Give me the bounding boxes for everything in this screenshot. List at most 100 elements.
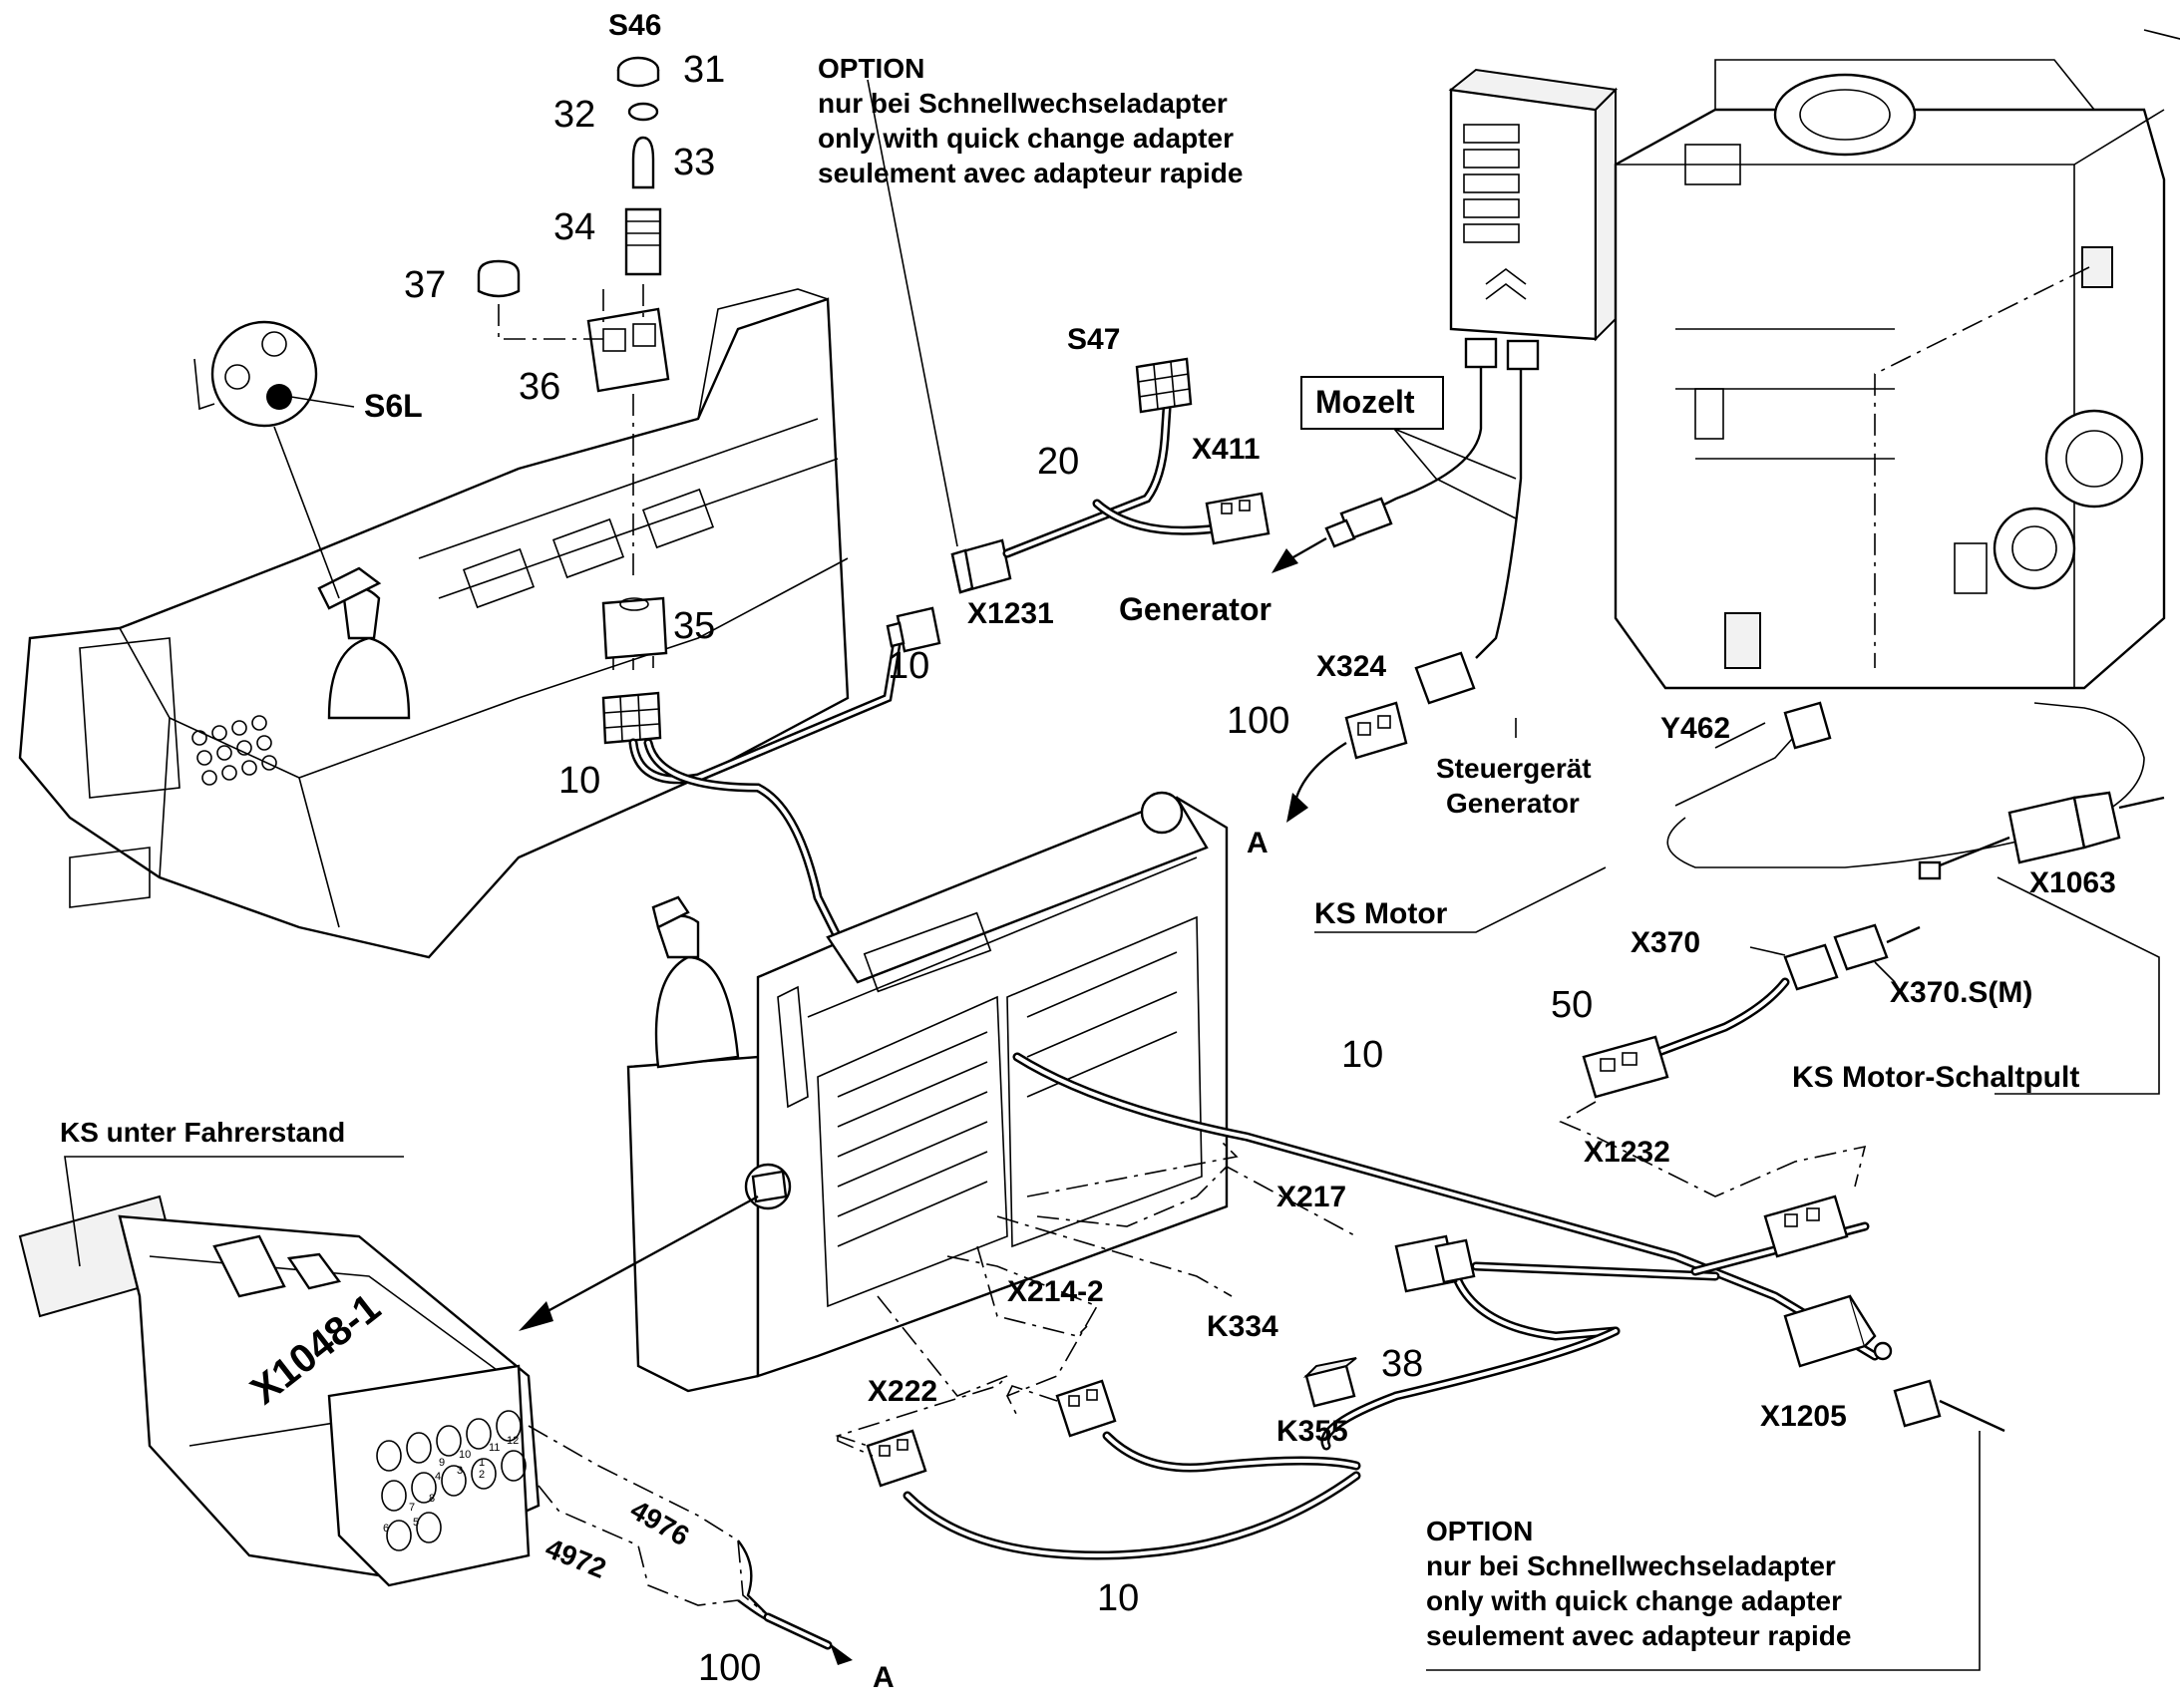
label-37: 37 — [404, 264, 446, 306]
x217-connector — [1394, 1234, 1476, 1293]
label-s47: S47 — [1067, 323, 1120, 356]
label-ks-motor: KS Motor — [1314, 897, 1448, 930]
option-bottom-line1: OPTION — [1426, 1516, 1533, 1546]
y462-valve-plug — [1674, 701, 1832, 807]
part-33-bulb — [631, 136, 655, 189]
pin-number: 12 — [507, 1435, 519, 1447]
x214-2-connector — [1055, 1379, 1117, 1438]
option-bottom-line4: seulement avec adapteur rapide — [1426, 1620, 1851, 1651]
pin-number: 2 — [479, 1469, 485, 1481]
pin-number: 5 — [413, 1517, 419, 1529]
part-32-oring — [627, 102, 659, 122]
connector-9pin-left — [601, 691, 662, 745]
x324-connector — [1344, 701, 1408, 760]
label-x411: X411 — [1192, 433, 1260, 466]
pin-number: 4 — [435, 1471, 441, 1483]
x1231-connector-male — [886, 606, 941, 653]
k355-relay — [1302, 1357, 1357, 1408]
x1232-connector — [1582, 1035, 1669, 1099]
s6l-switch — [193, 320, 355, 599]
x222-connector — [866, 1429, 927, 1488]
label-ks-motor-schaltpult: KS Motor-Schaltpult — [1792, 1061, 2079, 1094]
part-labels: S46 31 32 33 34 37 36 S6L 35 OPTION nur … — [60, 9, 2116, 1694]
x1048-1-pin-face — [376, 1410, 527, 1551]
label-a-bottom: A — [873, 1661, 895, 1694]
part-31-cap — [616, 56, 660, 88]
option-top-line3: only with quick change adapter — [818, 123, 1234, 154]
label-x1063: X1063 — [2029, 866, 2116, 899]
mozelt-box — [1300, 376, 1444, 430]
console-button-grid — [191, 715, 277, 786]
option-bottom-line3: only with quick change adapter — [1426, 1585, 1842, 1616]
x370-connector — [1783, 943, 1839, 991]
label-wire-4972: 4972 — [542, 1533, 610, 1584]
label-20: 20 — [1037, 441, 1079, 483]
option-top-line1: OPTION — [818, 53, 924, 84]
option-top-line2: nur bei Schnellwechseladapter — [818, 88, 1228, 119]
label-mozelt: Mozelt — [1315, 384, 1415, 420]
s47-connector — [1135, 357, 1193, 414]
label-10-c: 10 — [1341, 1034, 1383, 1076]
steuergeraet-plug — [1414, 651, 1476, 705]
label-x370: X370 — [1631, 926, 1700, 959]
part-35-relay — [601, 596, 668, 670]
label-a-top: A — [1247, 827, 1269, 859]
label-35: 35 — [673, 605, 715, 647]
label-steuergeraet-2: Generator — [1446, 788, 1580, 819]
electronics-cabinet — [626, 791, 1229, 1393]
label-32: 32 — [553, 94, 595, 136]
part-36-holder — [586, 307, 670, 393]
label-100-b: 100 — [698, 1647, 761, 1689]
label-s6l: S6L — [364, 388, 423, 424]
option-bottom-line2: nur bei Schnellwechseladapter — [1426, 1550, 1836, 1581]
part-37-cap — [477, 259, 521, 298]
label-k334: K334 — [1207, 1310, 1278, 1343]
x1231-connector-female — [950, 538, 1012, 594]
part-34-socket — [624, 207, 662, 276]
label-y462: Y462 — [1660, 712, 1730, 745]
x370s-connector — [1833, 923, 1921, 971]
x1048-1-pin-numbers: 1 2 3 4 5 6 7 8 9 10 11 12 — [383, 1435, 519, 1535]
pin-number: 11 — [489, 1442, 500, 1454]
cabinet-joystick — [651, 895, 740, 1069]
x1063-connector — [1918, 791, 2165, 880]
label-x324: X324 — [1316, 650, 1386, 683]
label-33: 33 — [673, 142, 715, 183]
pin-number: 6 — [383, 1523, 389, 1535]
label-generator: Generator — [1119, 591, 1272, 627]
label-34: 34 — [553, 206, 595, 248]
label-steuergeraet-1: Steuergerät — [1436, 753, 1592, 784]
pin-number: 7 — [409, 1502, 415, 1514]
label-ks-unter-fahrerstand: KS unter Fahrerstand — [60, 1117, 345, 1148]
label-x217: X217 — [1276, 1181, 1346, 1213]
label-x214-2: X214-2 — [1007, 1275, 1104, 1308]
label-50: 50 — [1551, 984, 1593, 1026]
label-x1231: X1231 — [967, 597, 1054, 630]
label-s46: S46 — [608, 9, 661, 42]
label-x222: X222 — [868, 1375, 937, 1408]
label-10-a: 10 — [888, 645, 929, 687]
engine-block — [1614, 29, 2180, 690]
label-10-d: 10 — [1097, 1577, 1139, 1619]
x411-connector — [1205, 492, 1271, 545]
label-36: 36 — [519, 366, 560, 408]
label-31: 31 — [683, 49, 725, 91]
label-10-b: 10 — [558, 760, 600, 802]
pin-number: 3 — [457, 1465, 463, 1477]
label-100-a: 100 — [1227, 700, 1289, 742]
pin-number: 10 — [459, 1449, 471, 1461]
label-x370s: X370.S(M) — [1890, 976, 2032, 1009]
option-connector — [1893, 1379, 2005, 1433]
pin-number: 9 — [439, 1457, 445, 1469]
pin-number: 8 — [429, 1493, 435, 1505]
label-wire-4976: 4976 — [625, 1494, 694, 1551]
x1205-upper-connector — [1763, 1195, 1849, 1258]
x1205-lower-connector — [1783, 1294, 1893, 1368]
x1048-1-connector — [18, 1195, 541, 1587]
mozelt-control-box — [1448, 68, 1619, 371]
label-k355: K355 — [1276, 1415, 1348, 1448]
option-top-line4: seulement avec adapteur rapide — [818, 158, 1243, 188]
generator-plug — [1324, 497, 1393, 548]
label-38: 38 — [1381, 1343, 1423, 1385]
